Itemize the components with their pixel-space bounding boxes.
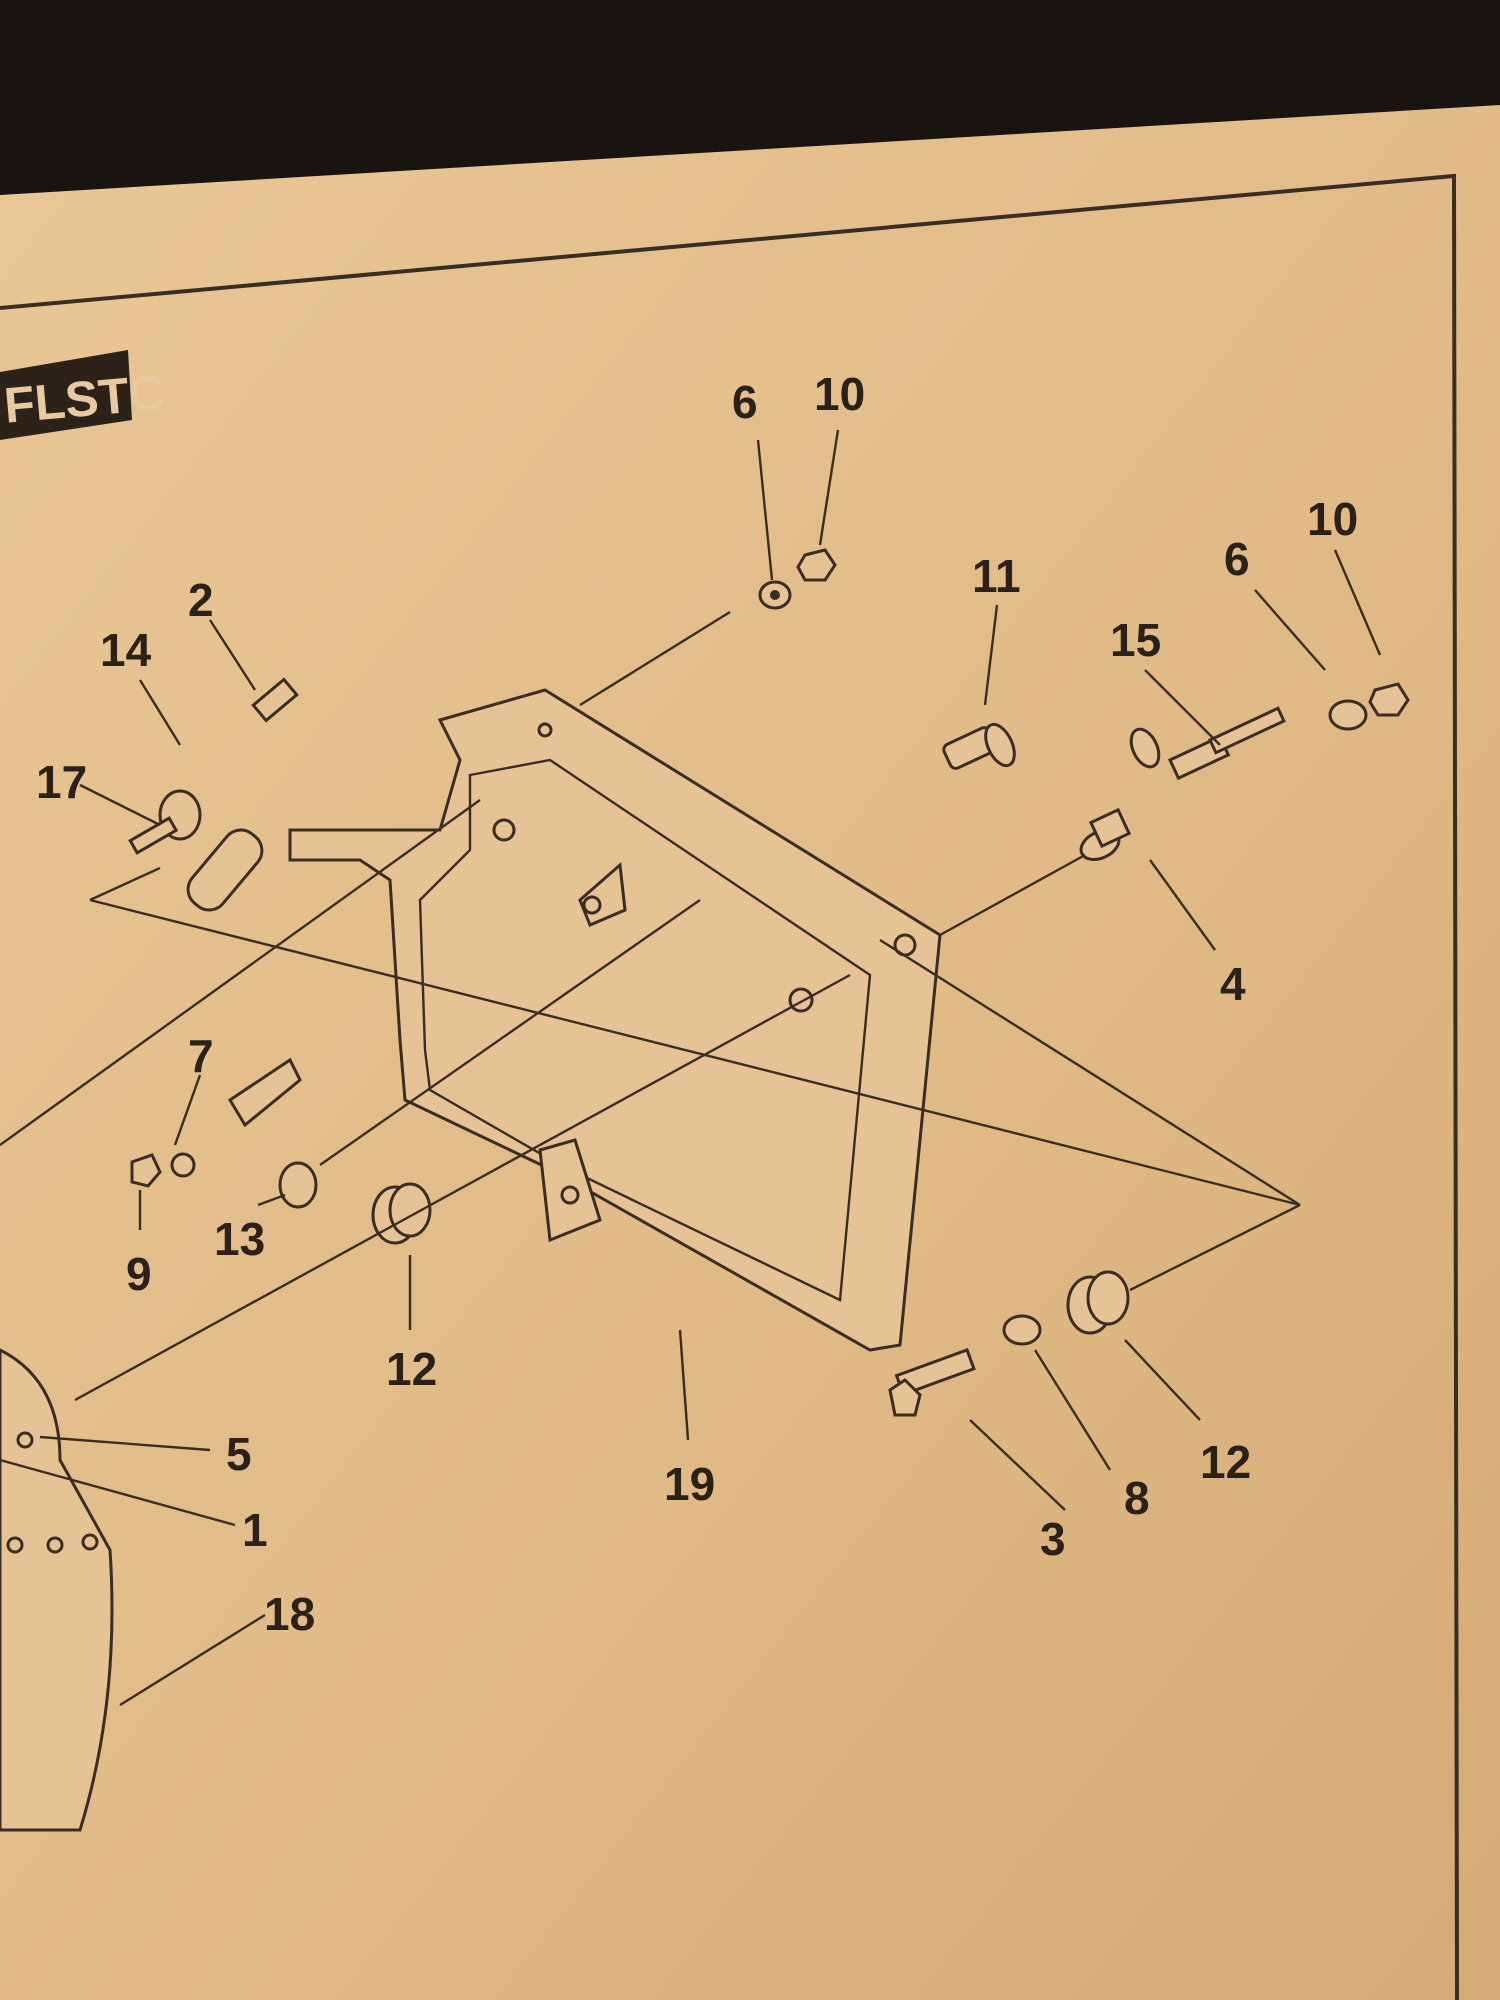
callout-19: 19 (664, 1458, 715, 1510)
callout-10: 10 (1307, 493, 1358, 545)
callout-11: 11 (972, 550, 1021, 602)
callout-12: 12 (1200, 1436, 1251, 1488)
section-tag: FLSTC (0, 350, 167, 440)
callout-9: 9 (126, 1248, 152, 1300)
leader-lines (0, 429, 1382, 1707)
callout-6: 6 (1224, 533, 1250, 585)
callout-7: 7 (188, 1030, 214, 1082)
callout-1: 1 (242, 1504, 268, 1556)
callout-2: 2 (188, 574, 214, 626)
page-border (0, 173, 1459, 2000)
section-tag-label: FLSTC (2, 364, 167, 434)
callout-12: 12 (386, 1343, 437, 1395)
callout-4: 4 (1220, 958, 1246, 1010)
callout-13: 13 (214, 1213, 265, 1265)
boot-holes (6, 1431, 99, 1554)
bracket-part-19 (288, 688, 942, 1352)
callout-18: 18 (264, 1588, 315, 1640)
callout-labels: 6 10 11 10 6 15 2 14 17 4 7 9 13 12 5 1 … (36, 368, 1358, 1640)
hardware-parts (128, 548, 1410, 1417)
callout-15: 15 (1110, 614, 1161, 666)
callout-6: 6 (732, 376, 758, 428)
callout-8: 8 (1124, 1472, 1150, 1524)
callout-10: 10 (814, 368, 865, 420)
boot-part-18 (0, 1348, 114, 1832)
callout-5: 5 (226, 1428, 252, 1480)
callout-17: 17 (36, 756, 87, 808)
callout-3: 3 (1040, 1513, 1066, 1565)
callout-14: 14 (100, 624, 152, 676)
